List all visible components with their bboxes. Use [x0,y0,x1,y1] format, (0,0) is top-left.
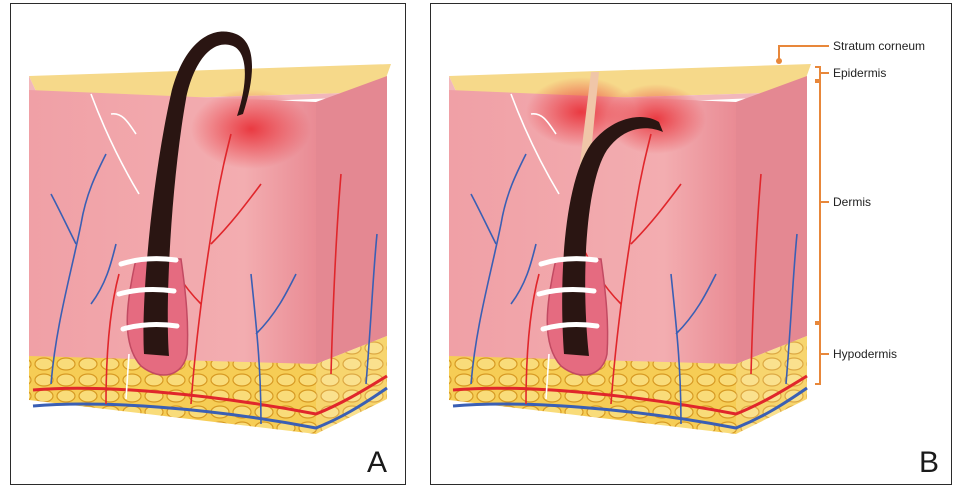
panel-b: Stratum corneum Epidermis Dermis Hypoder… [430,3,952,485]
inflammation-zone-right [606,84,706,154]
stratum-corneum-dot [776,58,782,64]
dermis-side [316,76,387,364]
label-hypodermis: Hypodermis [833,348,897,360]
stratum-corneum-leader [779,46,829,61]
dermis-bracket [815,82,829,322]
panel-letter-b: B [919,448,939,478]
label-stratum-corneum: Stratum corneum [833,40,925,52]
inflammation-zone [191,89,311,169]
panel-letter-a: A [367,448,387,478]
label-epidermis: Epidermis [833,67,886,79]
hypodermis-bracket [815,324,829,384]
skin-diagram-a [11,4,406,485]
epidermis-bracket [815,67,829,80]
panel-a: A [10,3,406,485]
label-dermis: Dermis [833,196,871,208]
dermis-side [736,76,807,364]
